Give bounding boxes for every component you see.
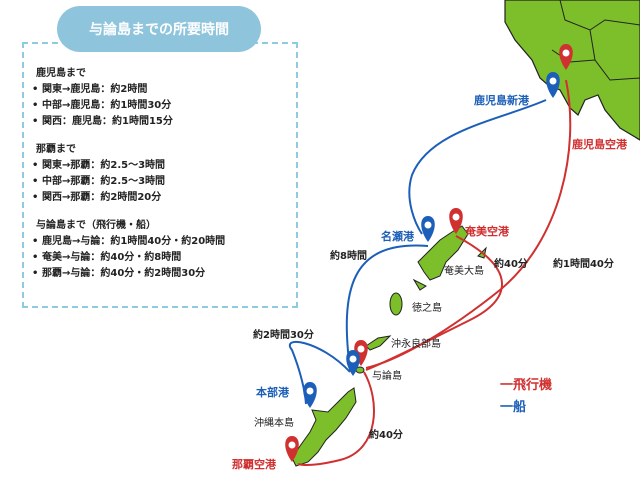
label-amami-airport: 奄美空港	[465, 225, 509, 238]
section-kagoshima: 鹿児島まで 関東→鹿児島：約2時間中部→鹿児島：約1時間30分関西：鹿児島：約1…	[32, 66, 225, 130]
list-item: 鹿児島→与論：約1時間40分・約20時間	[32, 234, 225, 250]
okinoerabu-island	[365, 335, 392, 351]
label-naha-airport: 那覇空港	[232, 458, 276, 471]
ship-route-naze-yoron	[345, 244, 429, 371]
section-heading: 鹿児島まで	[36, 68, 86, 79]
tokunoshima-island	[389, 292, 403, 316]
label-naze-port: 名瀬港	[381, 230, 414, 243]
travel-time-sections: 鹿児島まで 関東→鹿児島：約2時間中部→鹿児島：約1時間30分関西：鹿児島：約1…	[32, 66, 225, 294]
pin-naze-port-icon	[421, 216, 435, 242]
ship-route-kagoshima-naze	[408, 99, 547, 235]
list-item: 関東→鹿児島：約2時間	[32, 82, 225, 98]
pin-kagoshima-airport-icon	[559, 44, 573, 70]
pin-yoron-port-icon	[346, 350, 360, 376]
list-item: 中部→鹿児島：約1時間30分	[32, 98, 225, 114]
label-duration-amami-ship: 約8時間	[330, 251, 367, 262]
list-item: 奄美→与論：約40分・約8時間	[32, 250, 225, 266]
pin-naha-airport-icon	[285, 436, 299, 462]
label-kagoshima-port: 鹿児島新港	[474, 94, 529, 107]
label-okinawa-island: 沖縄本島	[254, 418, 294, 429]
label-tokunoshima: 徳之島	[412, 303, 442, 314]
list-item: 関西→那覇：約2時間20分	[32, 190, 225, 206]
section-heading: 与論島まで（飛行機・船）	[36, 220, 156, 231]
amami-island	[417, 225, 469, 281]
kakeroma-island	[412, 278, 427, 291]
panel-title: 与論島までの所要時間	[57, 6, 261, 52]
list-item: 中部→那覇：約2.5〜3時間	[32, 174, 225, 190]
label-motobu-port: 本部港	[256, 386, 289, 399]
okinawa-island	[291, 387, 357, 467]
ship-route-yoron-motobu	[288, 340, 351, 405]
label-duration-kagoshima-air: 約1時間40分	[553, 259, 614, 270]
section-heading: 那覇まで	[36, 144, 76, 155]
section-naha: 那覇まで 関東→那覇：約2.5〜3時間中部→那覇：約2.5〜3時間関西→那覇：約…	[32, 142, 225, 206]
kyushu-landmass	[504, 0, 640, 141]
label-okinoerabu: 沖永良部島	[391, 339, 441, 350]
air-route-yoron-naha	[297, 371, 375, 466]
list-item: 関東→那覇：約2.5〜3時間	[32, 158, 225, 174]
list-item: 那覇→与論：約40分・約2時間30分	[32, 266, 225, 282]
pin-kagoshima-port-icon	[546, 72, 560, 98]
label-duration-naha-ship: 約2時間30分	[253, 330, 314, 341]
list-item: 関西：鹿児島：約1時間15分	[32, 114, 225, 130]
label-kagoshima-airport: 鹿児島空港	[572, 138, 627, 151]
legend-air: 一飛行機	[500, 378, 553, 393]
label-amami-island: 奄美大島	[444, 266, 484, 277]
legend-ship: 一船	[500, 400, 527, 415]
section-yoron: 与論島まで（飛行機・船） 鹿児島→与論：約1時間40分・約20時間奄美→与論：約…	[32, 218, 225, 282]
pin-amami-airport-icon	[449, 208, 463, 234]
label-duration-amami-air: 約40分	[494, 259, 528, 270]
label-duration-naha-air: 約40分	[369, 430, 403, 441]
air-route-amami-yoron	[365, 235, 503, 371]
pin-motobu-port-icon	[303, 382, 317, 408]
label-yoron: 与論島	[372, 371, 402, 382]
